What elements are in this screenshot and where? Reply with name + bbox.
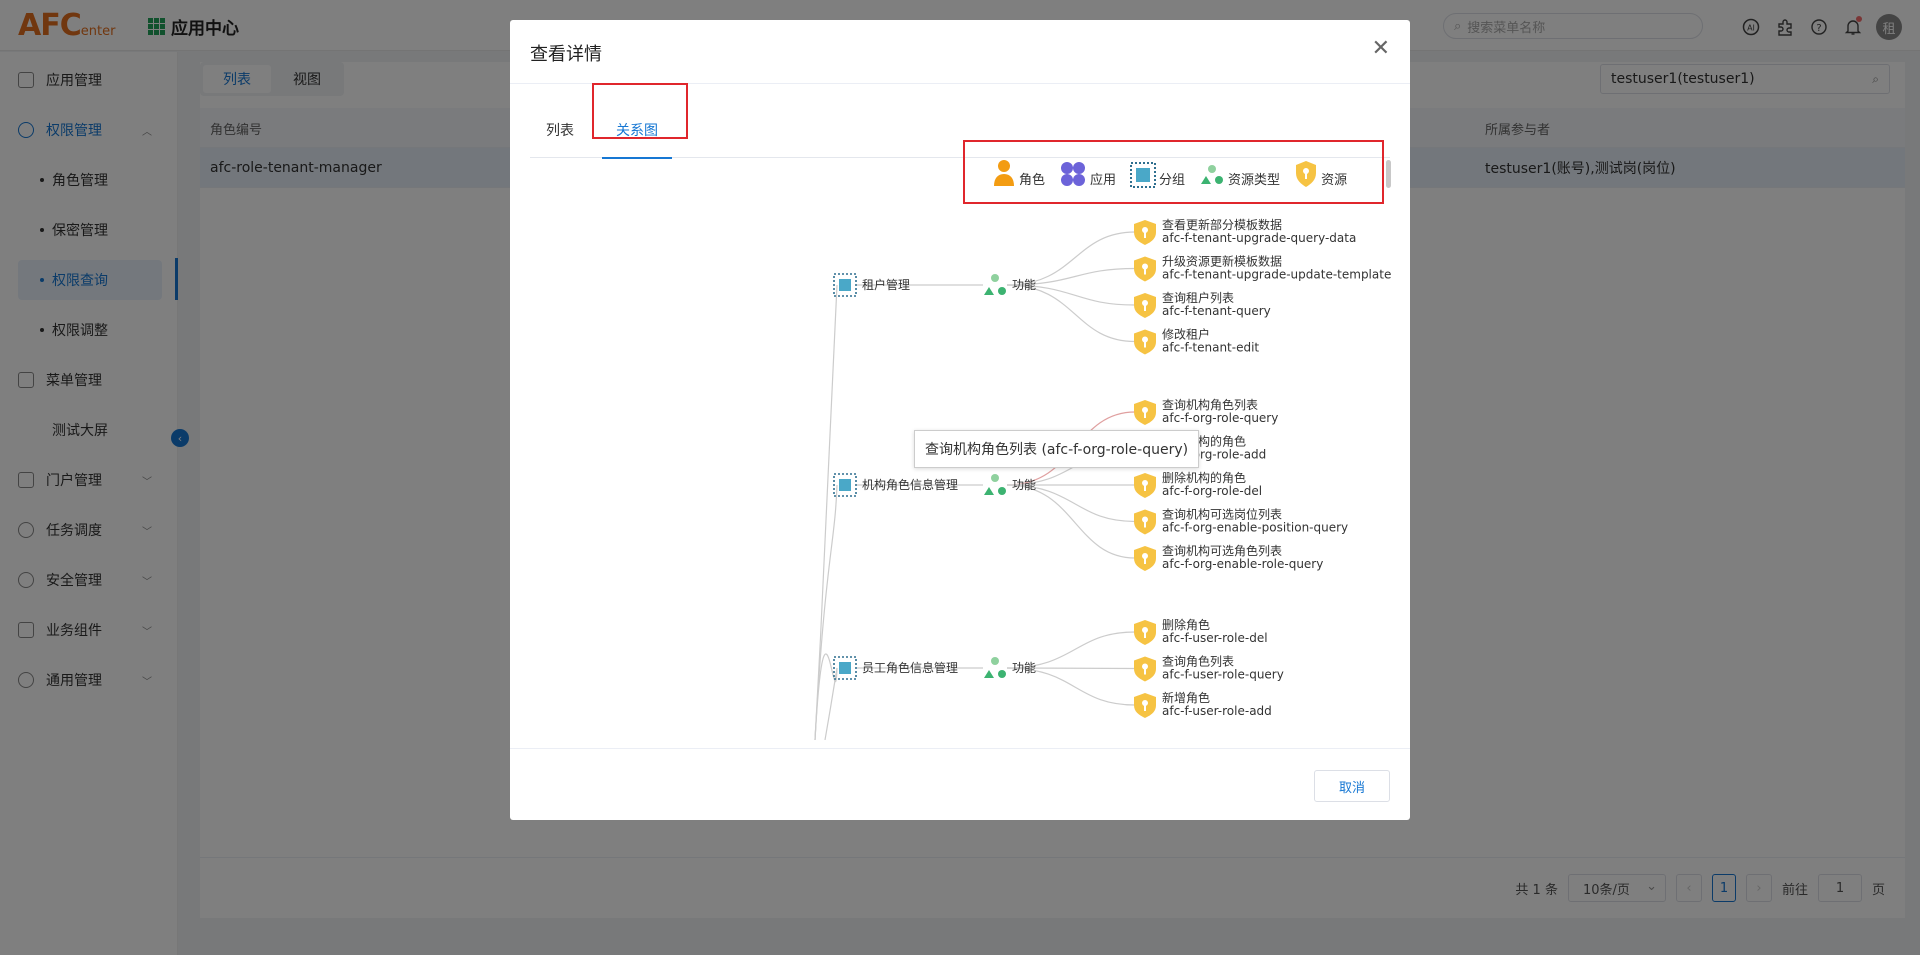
resource-code: afc-f-tenant-upgrade-update-template	[1162, 268, 1391, 282]
resource-type-icon	[991, 657, 999, 665]
graph-legend: 角色 应用 分组 资源类型 资源	[992, 158, 1347, 188]
legend-label: 资源类型	[1228, 173, 1281, 188]
legend-group[interactable]: 分组	[1130, 162, 1185, 188]
type-label: 功能	[1012, 478, 1036, 492]
resource-code: afc-f-org-role-del	[1162, 484, 1262, 498]
legend-resource[interactable]: 资源	[1294, 160, 1347, 188]
resource-name: 查询租户列表	[1162, 290, 1234, 305]
group-name: 机构角色信息管理	[862, 477, 958, 492]
legend-resource-type[interactable]: 资源类型	[1199, 164, 1280, 188]
highlight-box-tab	[592, 83, 688, 139]
resource-shield-icon	[1296, 161, 1317, 187]
resource-node[interactable]: 查看更新部分模板数据afc-f-tenant-upgrade-query-dat…	[1134, 217, 1356, 245]
resource-name: 查看更新部分模板数据	[1162, 217, 1282, 232]
group-icon	[833, 473, 857, 497]
resource-code: afc-f-tenant-query	[1162, 304, 1271, 318]
role-icon	[994, 160, 1014, 186]
group-name: 员工角色信息管理	[862, 660, 958, 675]
group-node[interactable]: 机构角色信息管理	[833, 473, 958, 497]
group-node[interactable]: 员工角色信息管理	[833, 656, 958, 680]
type-node[interactable]: 功能	[984, 274, 1036, 295]
resource-type-icon	[991, 274, 999, 282]
close-icon[interactable]: ✕	[1371, 36, 1390, 61]
resource-name: 修改租户	[1162, 327, 1210, 342]
legend-app[interactable]: 应用	[1059, 160, 1116, 188]
legend-label: 应用	[1090, 173, 1117, 188]
tab-relation-graph[interactable]: 关系图	[602, 102, 672, 159]
cancel-button[interactable]: 取消	[1314, 770, 1390, 802]
resource-name: 查询机构角色列表	[1162, 397, 1258, 412]
resource-code: afc-f-user-role-add	[1162, 704, 1272, 718]
type-label: 功能	[1012, 661, 1036, 675]
resource-code: afc-f-user-role-query	[1162, 668, 1284, 682]
resource-name: 查询机构可选岗位列表	[1162, 507, 1282, 522]
resource-type-icon	[1201, 165, 1224, 184]
resource-code: afc-f-tenant-upgrade-query-data	[1162, 231, 1356, 245]
type-node[interactable]: 功能	[984, 657, 1036, 678]
legend-label: 角色	[1019, 173, 1046, 188]
resource-code: afc-f-user-role-del	[1162, 631, 1268, 645]
resource-node[interactable]: 查询机构可选岗位列表afc-f-org-enable-position-quer…	[1134, 507, 1348, 535]
resource-name: 新增角色	[1162, 690, 1210, 705]
legend-label: 资源	[1321, 173, 1348, 188]
relation-graph[interactable]: 查看更新部分模板数据afc-f-tenant-upgrade-query-dat…	[510, 140, 1400, 740]
group-icon	[833, 273, 857, 297]
group-icon	[833, 656, 857, 680]
resource-type-icon	[991, 474, 999, 482]
resource-name: 升级资源更新模板数据	[1162, 254, 1282, 269]
resource-code: afc-f-org-role-query	[1162, 411, 1278, 425]
detail-dialog: 查看详情 ✕ 列表 关系图	[510, 20, 1410, 820]
app-icon	[1061, 162, 1086, 186]
type-label: 功能	[1012, 278, 1036, 292]
resource-code: afc-f-org-enable-position-query	[1162, 521, 1348, 535]
legend-role[interactable]: 角色	[992, 158, 1045, 188]
dialog-tabs: 列表 关系图	[530, 102, 1390, 159]
group-name: 租户管理	[862, 277, 910, 292]
dialog-title: 查看详情	[530, 44, 602, 65]
tab-list[interactable]: 列表	[546, 123, 574, 139]
resource-name: 查询机构可选角色列表	[1162, 543, 1282, 558]
resource-node[interactable]: 升级资源更新模板数据afc-f-tenant-upgrade-update-te…	[1134, 254, 1391, 282]
resource-name: 查询角色列表	[1162, 655, 1234, 669]
graph-scrollbar[interactable]	[1386, 160, 1391, 188]
type-node[interactable]: 功能	[984, 474, 1036, 495]
resource-name: 删除角色	[1162, 617, 1210, 632]
node-tooltip: 查询机构角色列表 (afc-f-org-role-query)	[914, 430, 1200, 468]
legend-label: 分组	[1159, 173, 1186, 188]
group-node[interactable]: 租户管理	[833, 273, 910, 297]
resource-code: afc-f-tenant-edit	[1162, 341, 1259, 355]
resource-name: 删除机构的角色	[1162, 470, 1246, 485]
group-icon	[1130, 162, 1157, 188]
highlight-box-legend	[963, 140, 1384, 204]
resource-code: afc-f-org-enable-role-query	[1162, 557, 1323, 571]
